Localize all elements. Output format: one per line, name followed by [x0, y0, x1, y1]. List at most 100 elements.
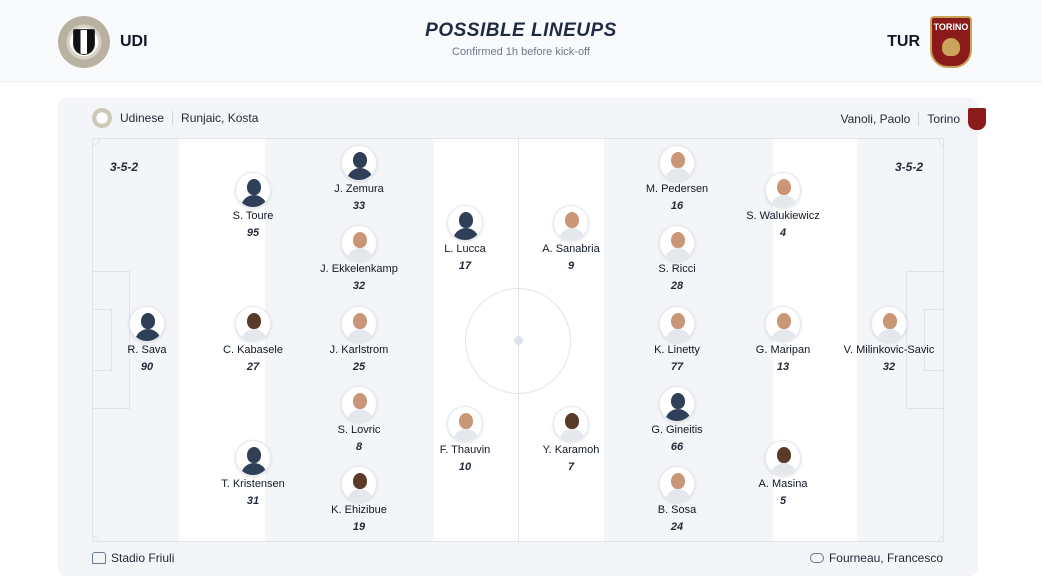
away-coach-row: Vanoli, Paolo Torino — [840, 108, 986, 130]
player-number: 4 — [779, 227, 787, 239]
home-player[interactable]: C. Kabasele 27 — [193, 306, 313, 373]
player-name: G. Gineitis — [651, 424, 703, 436]
player-number: 8 — [355, 441, 363, 453]
player-number: 24 — [670, 521, 684, 533]
player-avatar — [659, 466, 695, 502]
player-name: A. Sanabria — [542, 243, 600, 255]
page-subtitle: Confirmed 1h before kick-off — [452, 46, 590, 58]
home-formation: 3-5-2 — [110, 160, 139, 174]
player-avatar — [235, 306, 271, 342]
torino-crest-icon: TORINO — [930, 16, 972, 68]
away-player[interactable]: Y. Karamoh 7 — [511, 406, 631, 473]
page-title: POSSIBLE LINEUPS — [425, 20, 617, 41]
home-player[interactable]: T. Kristensen 31 — [193, 440, 313, 507]
away-player[interactable]: K. Linetty 77 — [617, 306, 737, 373]
home-team-name[interactable]: Udinese — [120, 111, 165, 125]
stadium-icon — [92, 552, 106, 564]
player-name: S. Walukiewicz — [746, 210, 820, 222]
home-player[interactable]: S. Lovric 8 — [299, 386, 419, 453]
player-number: 28 — [670, 280, 684, 292]
lineups-header: UDI POSSIBLE LINEUPS Confirmed 1h before… — [0, 0, 1042, 82]
referee-name: Fourneau, Francesco — [828, 551, 943, 565]
player-name: S. Lovric — [337, 424, 381, 436]
away-player[interactable]: M. Pedersen 16 — [617, 145, 737, 212]
player-number: 31 — [246, 495, 260, 507]
player-name: F. Thauvin — [439, 444, 491, 456]
player-avatar — [765, 306, 801, 342]
whistle-icon — [809, 553, 824, 563]
away-player[interactable]: A. Sanabria 9 — [511, 205, 631, 272]
player-name: B. Sosa — [657, 504, 697, 516]
home-player[interactable]: S. Toure 95 — [193, 172, 313, 239]
player-number: 66 — [670, 441, 684, 453]
player-number: 10 — [458, 461, 472, 473]
away-player[interactable]: A. Masina 5 — [723, 440, 843, 507]
player-name: S. Ricci — [658, 263, 696, 275]
player-number: 5 — [779, 495, 787, 507]
away-player[interactable]: S. Walukiewicz 4 — [723, 172, 843, 239]
udinese-crest-icon — [58, 16, 110, 68]
away-player[interactable]: S. Ricci 28 — [617, 225, 737, 292]
away-player[interactable]: B. Sosa 24 — [617, 466, 737, 533]
player-avatar — [235, 440, 271, 476]
player-name: Y. Karamoh — [542, 444, 600, 456]
home-player[interactable]: J. Zemura 33 — [299, 145, 419, 212]
home-player[interactable]: F. Thauvin 10 — [405, 406, 525, 473]
player-name: R. Sava — [127, 344, 167, 356]
player-name: J. Ekkelenkamp — [320, 263, 398, 275]
home-player[interactable]: R. Sava 90 — [87, 306, 207, 373]
player-avatar — [341, 306, 377, 342]
torino-crest-text: TORINO — [933, 22, 969, 32]
home-coach-row: Udinese Runjaic, Kosta — [92, 108, 258, 128]
player-name: J. Karlstrom — [329, 344, 389, 356]
home-player[interactable]: J. Karlstrom 25 — [299, 306, 419, 373]
home-coach-name[interactable]: Runjaic, Kosta — [181, 111, 259, 125]
player-number: 17 — [458, 260, 472, 272]
player-avatar — [341, 386, 377, 422]
center-circle — [465, 288, 571, 394]
player-avatar — [871, 306, 907, 342]
away-team-name[interactable]: Torino — [927, 112, 960, 126]
player-avatar — [129, 306, 165, 342]
player-number: 32 — [882, 361, 896, 373]
home-player[interactable]: J. Ekkelenkamp 32 — [299, 225, 419, 292]
player-avatar — [553, 406, 589, 442]
player-avatar — [765, 172, 801, 208]
udinese-small-crest-icon — [92, 108, 112, 128]
away-team-header[interactable]: TUR TORINO — [887, 16, 972, 68]
away-player[interactable]: G. Maripan 13 — [723, 306, 843, 373]
home-team-header[interactable]: UDI — [58, 16, 148, 68]
player-name: M. Pedersen — [645, 183, 709, 195]
player-name: G. Maripan — [755, 344, 811, 356]
away-coach-name[interactable]: Vanoli, Paolo — [840, 112, 911, 126]
referee-info[interactable]: Fourneau, Francesco — [809, 551, 943, 565]
player-avatar — [659, 306, 695, 342]
stadium-name: Stadio Friuli — [111, 551, 175, 565]
player-name: S. Toure — [232, 210, 274, 222]
home-player[interactable]: K. Ehizibue 19 — [299, 466, 419, 533]
player-name: T. Kristensen — [221, 478, 285, 490]
player-number: 9 — [567, 260, 575, 272]
stadium-info[interactable]: Stadio Friuli — [92, 551, 174, 565]
player-avatar — [235, 172, 271, 208]
player-number: 90 — [140, 361, 154, 373]
player-name: K. Ehizibue — [331, 504, 387, 516]
player-number: 77 — [670, 361, 684, 373]
player-avatar — [553, 205, 589, 241]
away-formation: 3-5-2 — [895, 160, 924, 174]
player-name: K. Linetty — [654, 344, 700, 356]
away-team-abbr: TUR — [887, 33, 920, 50]
home-player[interactable]: L. Lucca 17 — [405, 205, 525, 272]
player-number: 32 — [352, 280, 366, 292]
player-name: J. Zemura — [334, 183, 384, 195]
player-avatar — [341, 225, 377, 261]
player-number: 27 — [246, 361, 260, 373]
player-avatar — [659, 386, 695, 422]
away-player[interactable]: V. Milinkovic-Savic 32 — [829, 306, 949, 373]
home-team-abbr: UDI — [120, 33, 148, 50]
player-number: 33 — [352, 200, 366, 212]
player-number: 13 — [776, 361, 790, 373]
player-avatar — [659, 145, 695, 181]
player-avatar — [659, 225, 695, 261]
away-player[interactable]: G. Gineitis 66 — [617, 386, 737, 453]
